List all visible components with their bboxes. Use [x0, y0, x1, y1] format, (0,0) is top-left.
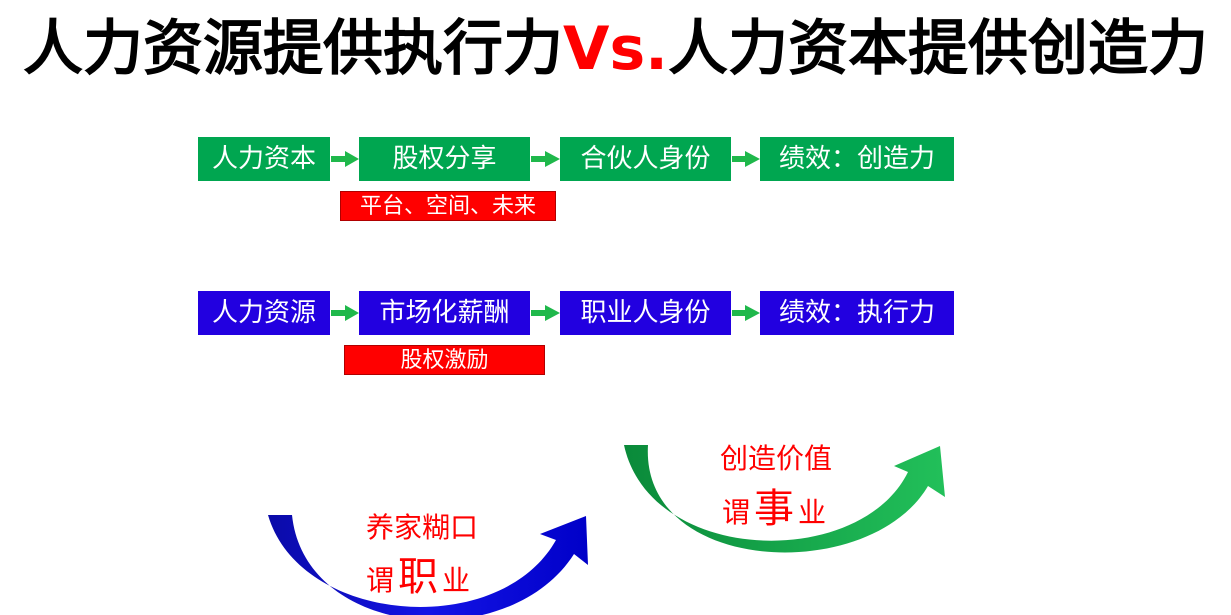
resource-step-2: 市场化薪酬	[359, 291, 530, 335]
capital-step-3: 合伙人身份	[560, 137, 731, 181]
resource-step-4: 绩效：执行力	[760, 291, 954, 335]
job-line1: 养家糊口	[366, 511, 478, 544]
job-curve-arrow	[268, 515, 588, 615]
capital-connector-1	[331, 151, 359, 167]
page-title: 人力资源提供执行力 Vs. 人力资本提供创造力	[0, 4, 1231, 94]
capital-tag: 平台、空间、未来	[340, 191, 556, 221]
career-word-c: 业	[798, 496, 826, 529]
resource-step-1: 人力资源	[198, 291, 330, 335]
resource-connector-2	[531, 305, 560, 321]
job-word-b: 职	[398, 554, 438, 600]
capital-connector-3	[732, 151, 760, 167]
job-line2: 谓职业	[366, 554, 470, 600]
career-line2: 谓事业	[722, 486, 826, 532]
resource-connector-1	[331, 305, 359, 321]
job-word-c: 业	[442, 564, 470, 597]
career-word-a: 谓	[722, 496, 750, 529]
capital-step-4: 绩效：创造力	[760, 137, 954, 181]
career-word-b: 事	[754, 486, 794, 532]
resource-tag: 股权激励	[344, 345, 545, 375]
career-line1: 创造价值	[720, 442, 832, 475]
capital-step-2: 股权分享	[359, 137, 530, 181]
capital-connector-2	[531, 151, 560, 167]
capital-step-1: 人力资本	[198, 137, 330, 181]
job-word-a: 谓	[366, 564, 394, 597]
resource-step-3: 职业人身份	[560, 291, 731, 335]
title-left: 人力资源提供执行力	[23, 14, 564, 84]
resource-connector-3	[732, 305, 760, 321]
title-right: 人力资本提供创造力	[667, 14, 1208, 84]
career-curve-arrow	[624, 445, 945, 553]
title-vs: Vs.	[563, 14, 668, 84]
